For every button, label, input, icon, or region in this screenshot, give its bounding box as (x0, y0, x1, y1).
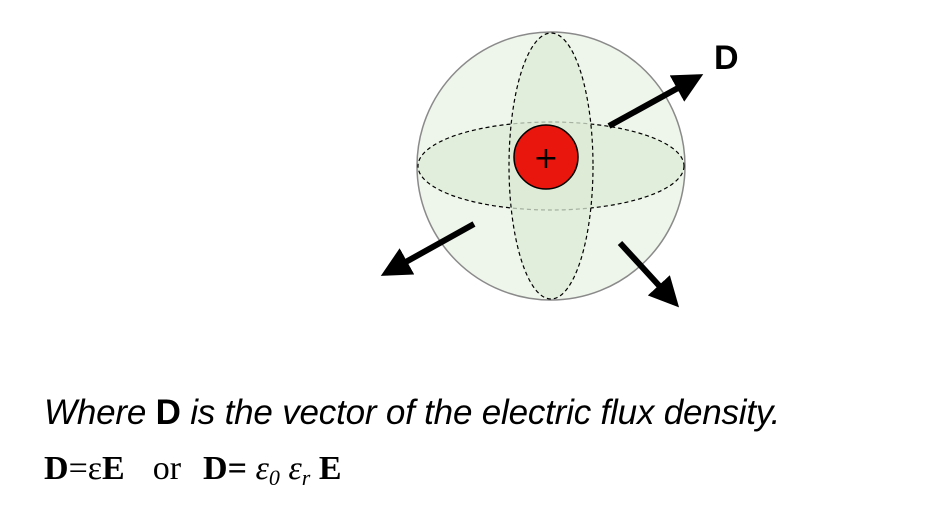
eq2-d: D= (203, 450, 247, 487)
eq1-e: E (102, 450, 125, 487)
eq2-subr: r (301, 465, 311, 490)
flux-arrow-down-right (617, 240, 680, 308)
eq1-mid: =ε (68, 450, 103, 487)
eq-or: or (152, 450, 182, 487)
caption-bold-d: D (155, 393, 181, 432)
caption-suffix: is the vector of the electric flux densi… (180, 393, 781, 432)
plus-icon: + (533, 141, 558, 176)
caption-prefix: Where (44, 393, 156, 432)
positive-charge (513, 124, 579, 190)
eq2-sub0: 0 (268, 465, 280, 490)
eq2-eps0: ε (255, 450, 269, 487)
eq2-e: E (318, 450, 342, 487)
eq2-epsr: ε (288, 450, 302, 487)
flux-arrow-down-left (380, 221, 476, 276)
eq1-d: D (44, 450, 69, 487)
flux-arrow-up-right (607, 74, 704, 129)
caption-text: Where D is the vector of the electric fl… (44, 393, 780, 433)
vector-label-d: D (714, 39, 739, 77)
